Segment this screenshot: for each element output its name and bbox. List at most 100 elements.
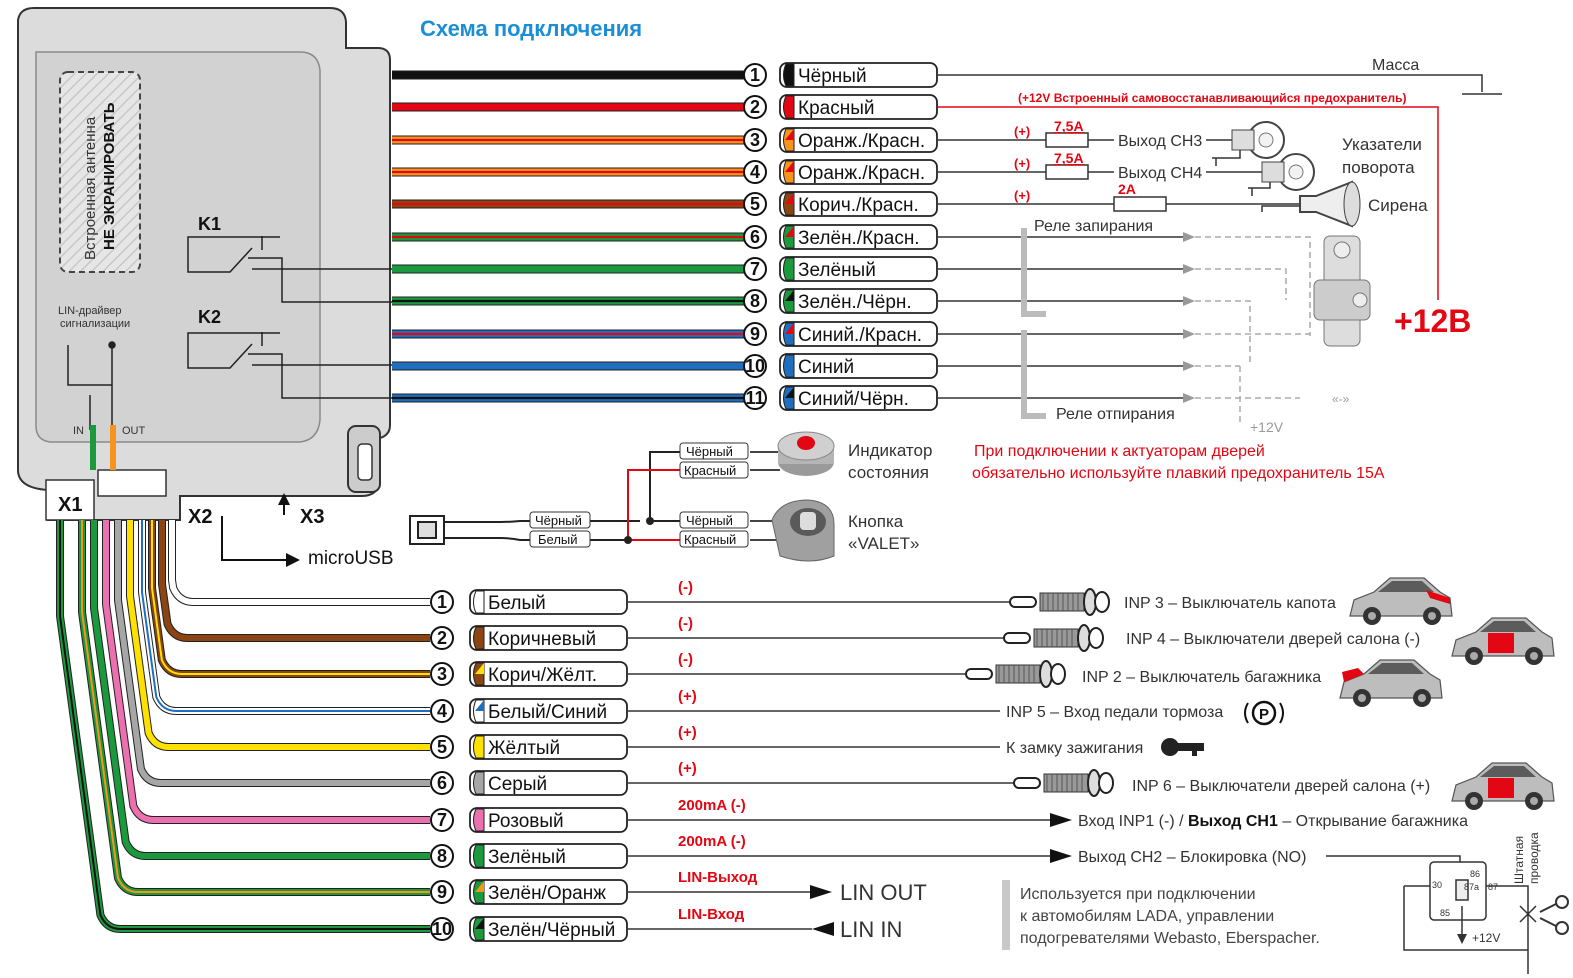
relay-pin-86: 86 [1470,869,1480,879]
top-wire-5-number-badge [743,192,767,216]
lada-note-line1: Используется при подключении [1020,886,1256,903]
dest-label-7: Вход INP1 (-) / Выход CH1 – Открывание б… [1078,813,1468,830]
microusb-label: microUSB [308,548,394,569]
car-door-plus-icon [1451,762,1555,810]
bottom-wire-3-polarity: (-) [678,651,693,668]
top-wire-6-label-box [779,224,938,250]
bottom-wire-4-label: Белый/Синий [488,702,607,723]
top-wire-10-number-badge [743,354,767,378]
bottom-wire-5-polarity: (+) [678,724,697,741]
warning-line2: обязательно используйте плавкий предохра… [972,465,1385,482]
turn-signal-label2: поворота [1342,158,1415,177]
relay-pin-85: 85 [1440,908,1450,918]
connector-x2-label: X2 [188,506,212,528]
car-trunk-icon [1339,659,1443,707]
relay-arrowheads [1183,232,1195,403]
x3-white-label: Белый [538,532,578,547]
bottom-wire-9-number: 9 [437,882,447,902]
top-wire-7-number-badge [743,257,767,281]
top-wire-1-number: 1 [750,65,760,85]
antenna-label: Встроенная антенна [82,116,99,260]
bottom-wire-4-polarity: (+) [678,688,697,705]
top-wire-5-number: 5 [750,194,760,214]
top-wire-3-color-tag-stripe [785,129,794,140]
polarity-arrows-label: «-» [1332,392,1350,406]
top-wire-8-color-tag-stripe [785,290,794,301]
relay-plus12v: +12V [1472,931,1500,945]
bottom-wire-9-number-badge [430,880,454,904]
top-right-annotations: Масса (+12V Встроенный самовосстанавлива… [972,57,1471,482]
top-wire-1-color-tag [783,63,795,87]
alarm-unit [17,7,391,521]
relay-pin-30: 30 [1432,880,1442,890]
bottom-wire-9-polarity: LIN-Выход [678,869,758,886]
x3-harness [409,451,780,545]
lada-note-line2: к автомобилям LADA, управлении [1020,908,1274,925]
bottom-wire-2-number-badge [430,626,454,650]
bottom-wire-3-number: 3 [437,664,447,684]
siren-icon [1299,180,1361,228]
bottom-wire-10-number: 10 [432,919,452,939]
bottom-wire-8-label-box [469,843,628,869]
bottom-wire-2-label-box [469,625,628,651]
bottom-wire-9-label-box [469,879,628,905]
dest-label-8: Выход CH2 – Блокировка (NO) [1078,849,1306,866]
dest-label-2: INP 4 – Выключатели дверей салона (-) [1126,631,1420,648]
stock-wiring-label2: проводка [1527,832,1541,884]
dest-label-6: INP 6 – Выключатели дверей салона (+) [1132,778,1430,795]
bottom-wire-9-label: Зелён/Оранж [488,883,606,904]
bottom-wire-6-label: Серый [488,774,547,795]
bottom-wire-8-number: 8 [437,846,447,866]
bottom-wire-1-label: Белый [488,593,546,614]
bottom-wire-6-color-tag [473,771,485,795]
top-wire-3-number-badge [743,128,767,152]
top-wire-2-number-badge [743,95,767,119]
bottom-wire-6-polarity: (+) [678,760,697,777]
bottom-wire-6-number-badge [430,771,454,795]
fuse-note: (+12V Встроенный самовосстанавливающийся… [1018,91,1406,105]
relay-brackets [1021,228,1046,419]
top-wire-5-label: Корич./Красн. [798,195,919,216]
top-wire-8-number: 8 [750,291,760,311]
bottom-wire-1-number-badge [430,590,454,614]
bottom-wire-7-number: 7 [437,810,447,830]
bottom-wire-6-number: 6 [437,773,447,793]
indicator-red-label: Красный [684,463,736,478]
bottom-wire-3-label: Корич/Жёлт. [488,665,597,686]
plus-siren: (+) [1014,188,1030,203]
top-wire-4-number-badge [743,160,767,184]
relay-dashed-lines [1195,236,1311,426]
top-wire-9-number: 9 [750,324,760,344]
top-wire-8-number-badge [743,289,767,313]
top-wire-6-color-tag-stripe [785,226,794,237]
out-ch4-label: Выход CH4 [1118,165,1202,182]
lin-in-label: IN [73,425,84,437]
bottom-wire-6-core [115,520,430,786]
top-wire-2-number: 2 [750,97,760,117]
top-wire-4-label-box [779,159,938,185]
bottom-wire-5-label: Жёлтый [488,738,560,759]
relay-12v-arrow [1457,934,1467,944]
top-wire-9-label-box [779,321,938,347]
bottom-wire-5-core [127,520,430,750]
top-wire-4-label: Оранж./Красн. [798,163,925,184]
lin-driver-label2: сигнализации [60,318,130,330]
dest-label-1: INP 3 – Выключатель капота [1124,595,1336,612]
plus-ch4: (+) [1014,156,1030,171]
relay-pin-87a: 87a [1464,882,1479,892]
bottom-wire-10-stripe [59,520,430,930]
plus12v-label: +12V [1250,419,1284,435]
x3-black-label: Чёрный [535,513,582,528]
valet-button-icon [771,499,835,562]
dest-arrow-8 [1050,849,1072,863]
top-wire-10-label: Синий [798,357,854,378]
bottom-wire-10-number-badge [430,917,454,941]
top-wire-11-number-badge [743,386,767,410]
top-wire-11-label: Синий/Чёрн. [798,389,909,410]
relay-pin-87: 87 [1488,882,1498,892]
relay-k2-label: K2 [198,307,221,327]
top-wire-11-number: 11 [745,388,764,408]
fuse-ch3-rating: 7,5A [1054,118,1084,134]
